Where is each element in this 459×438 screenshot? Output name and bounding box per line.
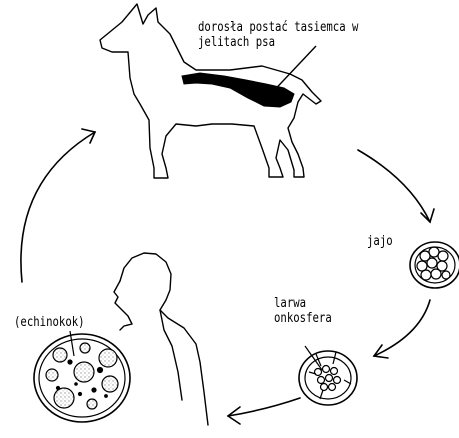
adult-stage-label-line1: dorosła postać tasiemca w bbox=[198, 20, 358, 35]
larva-stage-label-line2: onkosfera bbox=[274, 311, 332, 326]
larva-stage-label: larwa onkosfera bbox=[274, 296, 332, 326]
human-icon bbox=[114, 253, 208, 425]
adult-pointer-line bbox=[266, 46, 316, 99]
echinococcus-cyst-icon bbox=[34, 334, 130, 422]
oncosphere-icon bbox=[299, 351, 357, 405]
egg-stage-label: jajo bbox=[367, 234, 393, 249]
egg-icon bbox=[410, 242, 459, 288]
tapeworm-icon bbox=[182, 73, 294, 107]
adult-stage-label: dorosła postać tasiemca w jelitach psa bbox=[198, 20, 358, 50]
adult-stage-label-line2: jelitach psa bbox=[198, 35, 358, 50]
larva-stage-label-line1: larwa bbox=[274, 296, 332, 311]
cyst-stage-label: (echinokok) bbox=[14, 315, 85, 330]
